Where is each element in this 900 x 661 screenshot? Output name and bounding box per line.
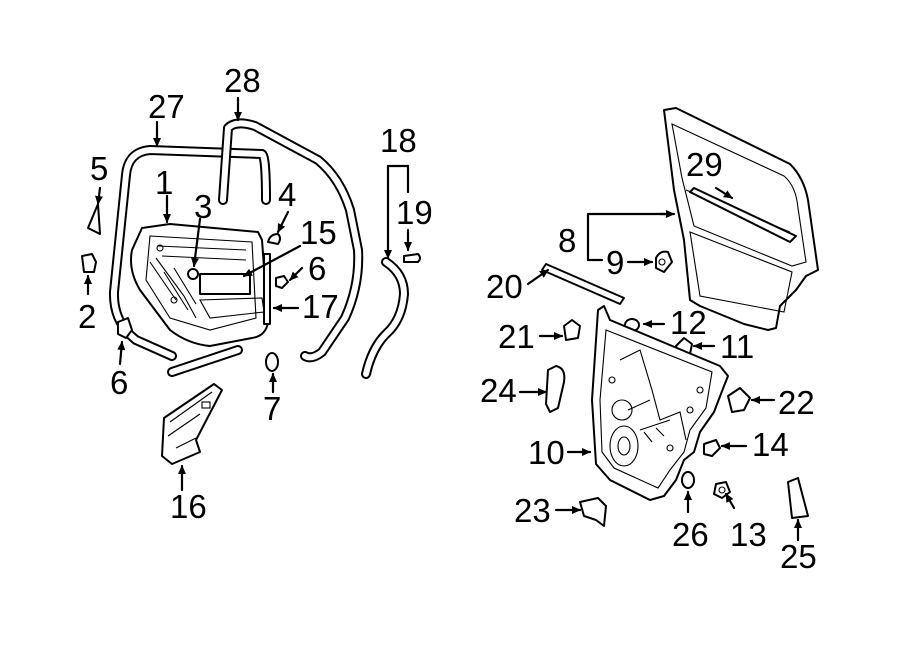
callout-22: 22 [778,384,815,421]
part-14-clip [703,439,721,457]
callout-16: 16 [170,488,207,525]
part-7-plug [265,352,279,372]
leader-lines [84,96,802,542]
callout-18: 18 [380,122,417,159]
part-4-clip [267,233,281,245]
part-17-run-channel [263,253,271,325]
part-6-clip-upper [275,275,289,289]
callout-12: 12 [670,304,707,341]
callout-14: 14 [752,426,789,463]
part-10-door-module-panel [591,305,729,501]
part-20-belt-strip [541,263,625,305]
callout-3: 3 [194,188,212,225]
callout-23: 23 [514,492,551,529]
callout-8: 8 [558,222,576,259]
part-5-triangle-trim [87,203,101,235]
part-23-bracket [579,497,607,527]
part-25-cover [787,477,809,519]
part-22-pull-cup [727,387,751,413]
callout-17: 17 [302,288,339,325]
callout-10: 10 [528,434,565,471]
callout-21: 21 [498,318,535,355]
callout-5: 5 [90,150,108,187]
callout-29: 29 [686,146,723,183]
callout-7: 7 [263,390,281,427]
callout-6-upper: 6 [308,250,326,287]
part-29-window-frame [663,107,819,331]
callout-20: 20 [486,268,523,305]
callout-labels: 1 2 3 4 5 6 6 7 8 9 10 11 12 13 14 15 16… [78,62,817,575]
part-2-bumper [81,253,97,273]
callout-11: 11 [720,328,754,365]
part-15-glass-strip [199,273,251,295]
callout-1: 1 [155,164,173,201]
callout-13: 13 [730,516,767,553]
part-19-cap [403,253,421,263]
callout-2: 2 [78,298,96,335]
callout-6-lower: 6 [110,364,128,401]
part-21-bracket [563,319,581,341]
callout-26: 26 [672,516,709,553]
callout-24: 24 [480,372,517,409]
callout-4: 4 [278,176,296,213]
part-6-clip-lower [117,317,133,339]
part-29-glass-channel [689,187,797,243]
callout-15: 15 [300,214,337,251]
part-16-trim-bracket [161,383,223,465]
part-26-plug [681,471,695,489]
callout-25: 25 [780,538,817,575]
callout-27: 27 [148,88,185,125]
callout-28: 28 [224,62,261,99]
callout-9: 9 [606,244,624,281]
part-9-motor [655,250,673,273]
part-3-grommet [187,268,199,280]
callout-19: 19 [396,194,433,231]
part-24-handle [545,365,566,413]
